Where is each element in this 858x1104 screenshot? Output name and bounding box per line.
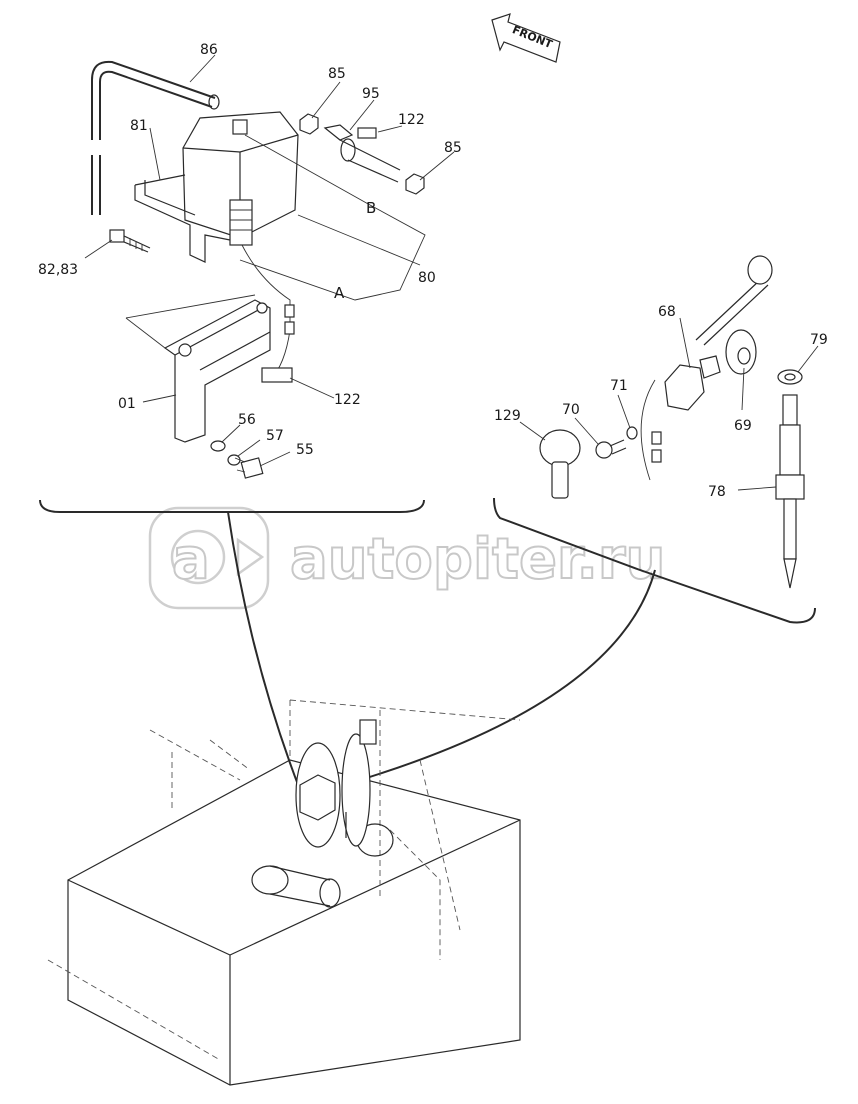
callout-line-right [359,569,656,781]
label-69: 69 [734,418,752,434]
part-labels: 86 85 95 122 85 81 B 80 82,83 A 01 122 5… [38,42,828,500]
callout-line-left [227,511,301,791]
nut-85-upper [299,113,319,135]
label-A: A [334,284,345,302]
label-85-upper: 85 [328,66,346,82]
bolt-82-83 [109,229,151,253]
label-95: 95 [362,86,380,102]
label-79: 79 [810,332,828,348]
label-85-lower: 85 [444,140,462,156]
watermark-arrow-icon [236,537,265,577]
washer-tank-assembly [39,54,455,513]
label-82-83: 82,83 [38,262,78,278]
clip-122-lower [261,367,293,383]
label-68: 68 [658,304,676,320]
flange-69 [725,329,757,375]
label-129: 129 [494,408,521,424]
label-80: 80 [418,270,436,286]
label-B: B [366,199,376,217]
washer-79 [777,369,803,385]
knob-129 [539,429,581,499]
label-56: 56 [238,412,256,428]
label-71: 71 [610,378,628,394]
switch-location-circle [341,733,371,847]
label-55: 55 [296,442,314,458]
washer-57 [227,454,241,466]
watermark: a autopiter.ru [148,506,666,610]
vehicle-body [47,699,521,1086]
switch-handle-assembly [493,255,819,624]
connector-95 [323,124,354,141]
switch-body-68 [664,364,705,411]
bolt-70 [595,439,627,459]
hose-86 [91,60,216,140]
label-86: 86 [200,42,218,58]
label-122-lower: 122 [334,392,361,408]
crank-68 [695,279,769,346]
watermark-text: autopiter.ru [290,527,665,592]
bracket-81 [134,185,231,263]
rod-78 [775,394,805,589]
label-81: 81 [130,118,148,134]
label-70: 70 [562,402,580,418]
detail-frame-left [39,499,425,513]
tank-cap [232,119,248,135]
nut-85-lower [405,173,425,195]
washer-56 [210,440,226,452]
label-122-upper: 122 [398,112,425,128]
washer-motor [229,199,253,246]
ring-71 [626,426,638,440]
front-arrow-icon: FRONT [491,13,561,63]
detail-frame-right [493,497,816,624]
label-78: 78 [708,484,726,500]
label-01: 01 [118,396,136,412]
filler-cap [359,719,377,745]
label-57: 57 [266,428,284,444]
watermark-logo-letter: a [172,527,210,592]
clip-122-upper [357,127,377,139]
